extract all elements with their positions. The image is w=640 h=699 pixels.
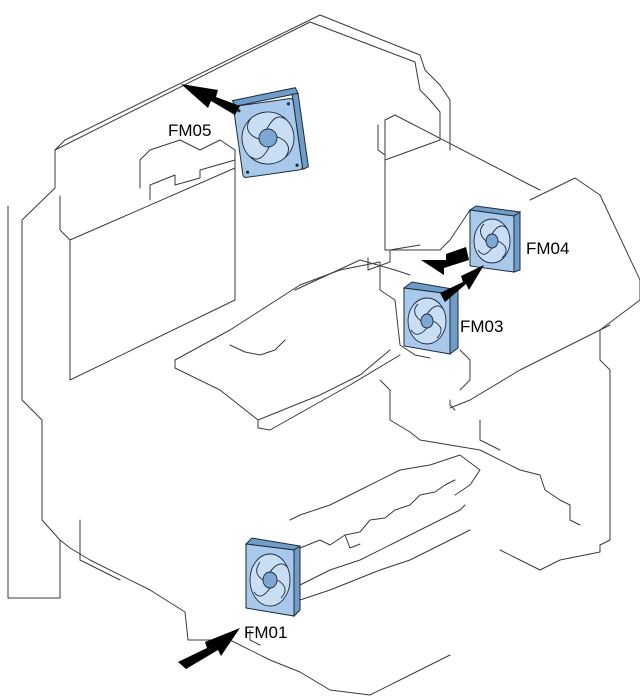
label-fm03: FM03 bbox=[460, 317, 504, 336]
airflow-arrow-icon bbox=[181, 84, 240, 115]
fan-fm05 bbox=[231, 87, 309, 178]
label-fm05: FM05 bbox=[168, 121, 212, 140]
chassis-outline bbox=[7, 14, 640, 696]
fan-fm03 bbox=[402, 281, 460, 355]
airflow-arrow-icon bbox=[421, 247, 469, 275]
airflow-arrows bbox=[178, 84, 484, 669]
label-fm01: FM01 bbox=[244, 623, 288, 642]
label-fm04: FM04 bbox=[526, 239, 570, 258]
airflow-arrow-icon bbox=[178, 628, 240, 669]
airflow-arrow-icon bbox=[440, 265, 484, 302]
fan-fm01 bbox=[244, 537, 302, 618]
fan-fm04 bbox=[468, 205, 522, 273]
